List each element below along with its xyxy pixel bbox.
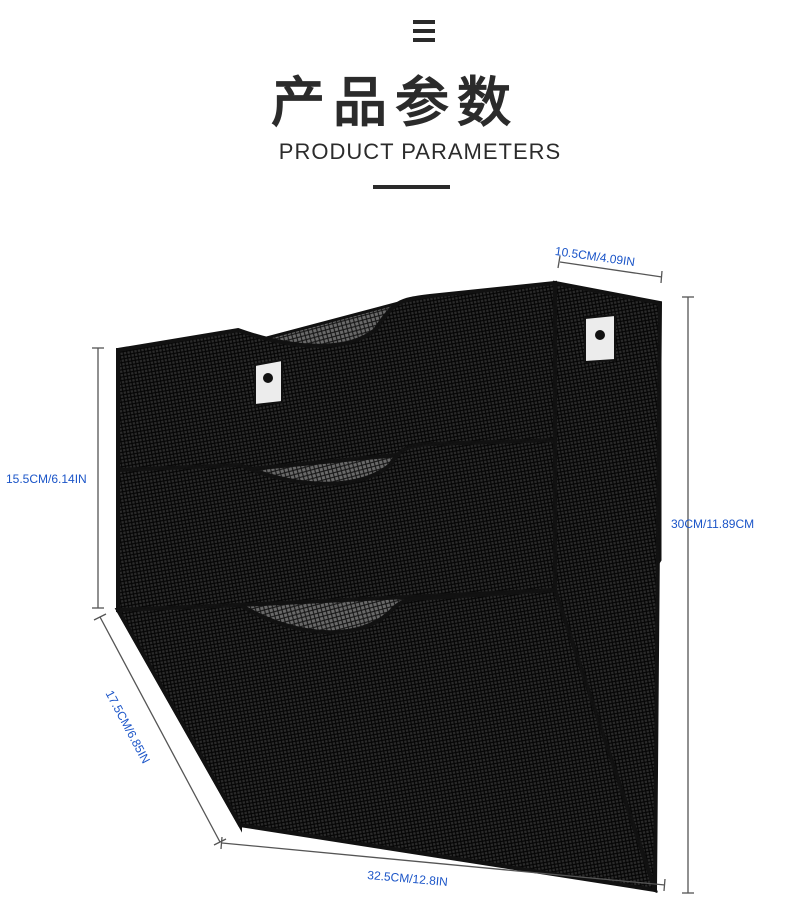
page-title-en: PRODUCT PARAMETERS xyxy=(278,139,562,164)
dimension-total-height: 30CM/11.89CM xyxy=(671,517,755,531)
page-title-cn: 产品参数 xyxy=(271,71,519,134)
dimension-tier-height: 15.5CM/6.14IN xyxy=(6,472,87,486)
title-divider xyxy=(373,185,450,189)
menu-icon xyxy=(413,20,435,44)
